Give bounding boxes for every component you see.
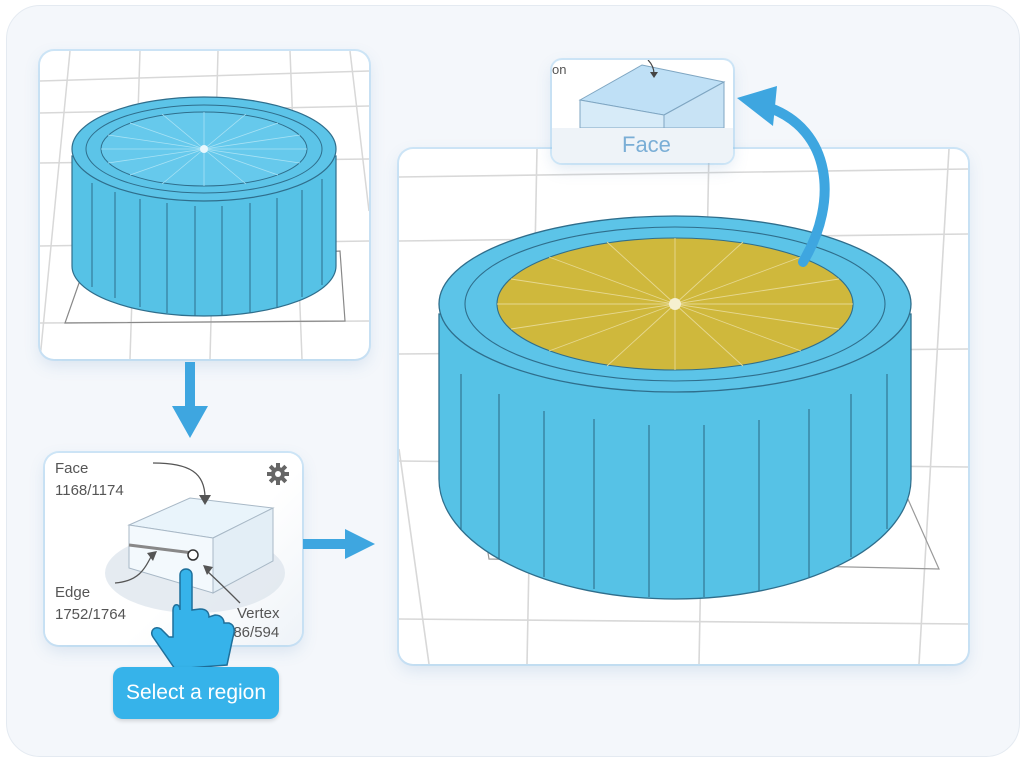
edge-count: 1752/1764: [55, 606, 126, 623]
vertex-label: Vertex: [237, 605, 280, 622]
gear-icon[interactable]: [267, 463, 289, 485]
tooltip-face-label: Face: [622, 132, 671, 157]
curved-arrow-icon: [737, 86, 830, 267]
selection-mode-tooltip: on Face: [552, 60, 733, 163]
select-region-button[interactable]: Select a region: [113, 667, 279, 719]
vertex-count: 586/594: [225, 624, 280, 641]
main-viewport-card[interactable]: [399, 149, 968, 664]
edge-label: Edge: [55, 584, 91, 601]
tooltip-box-diagram: [552, 60, 733, 163]
viewport-preview-card[interactable]: [40, 51, 369, 359]
face-count: 1168/1174: [55, 482, 124, 499]
arrow-down-icon: [172, 362, 208, 438]
cylinder-preview-viewport: [40, 51, 369, 359]
hand-pointer-icon: [150, 568, 235, 670]
arrow-right-icon: [303, 529, 375, 559]
cylinder-main-viewport: [399, 149, 968, 664]
face-label: Face: [55, 460, 89, 477]
tooltip-partial-text: on: [552, 62, 567, 77]
